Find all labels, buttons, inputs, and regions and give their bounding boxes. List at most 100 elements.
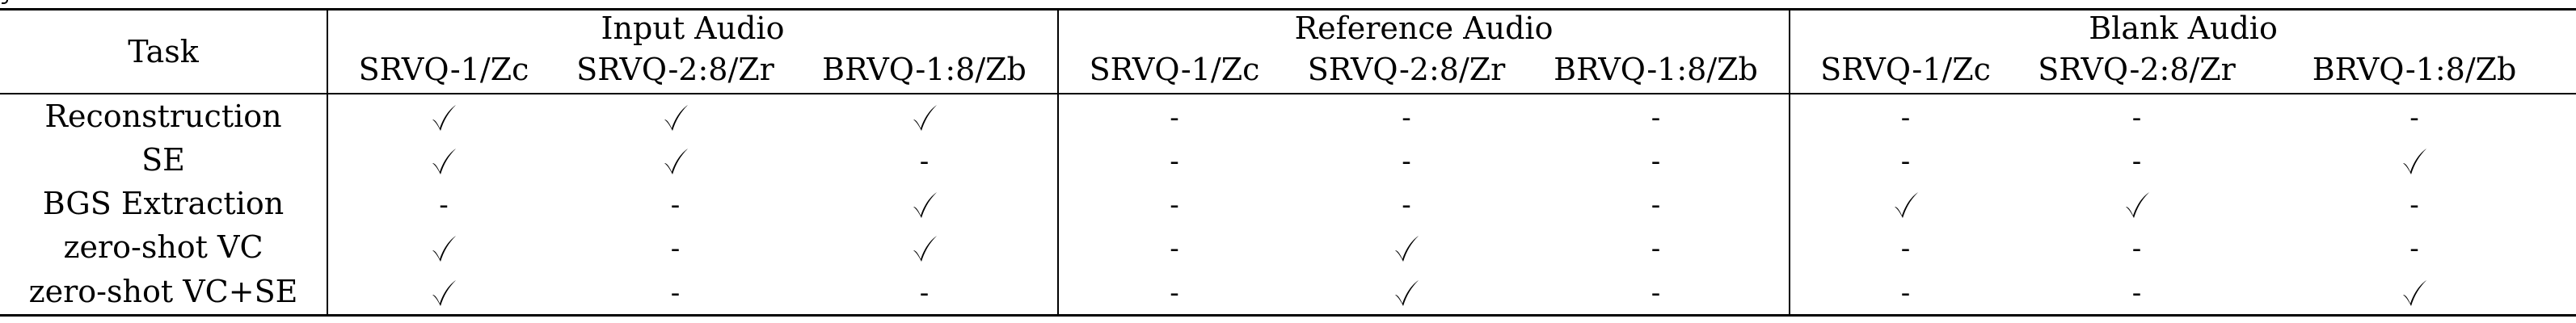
table-row: SE - - - - - - [0,138,2576,182]
table-cell: - [1058,138,1290,182]
table-cell: - [2253,94,2576,138]
table-cell: - [1523,94,1791,138]
column-header: BRVQ-1:8/Zb [2253,46,2576,94]
table-cell [327,138,559,182]
column-header: SRVQ-2:8/Zr [2021,46,2253,94]
dash-mark: - [670,277,681,309]
dash-mark: - [670,189,681,221]
table-cell [791,94,1060,138]
table-cell [1290,225,1523,269]
task-name-cell: Reconstruction [0,94,328,138]
dash-mark: - [2131,277,2142,309]
table-cell: - [1058,94,1290,138]
dash-mark: - [2409,233,2419,265]
table-body: Reconstruction - - - - - - SE - - - - - … [0,94,2576,317]
table-cell [327,269,559,317]
check-icon [1891,190,1920,220]
dash-mark: - [2131,145,2142,178]
column-header: SRVQ-1/Zc [327,46,559,94]
task-capability-table: Task Input Audio Reference Audio Blank A… [0,8,2576,317]
table-cell: - [327,182,559,225]
table-cell: - [1290,138,1523,182]
dash-mark: - [1651,233,1661,265]
dash-mark: - [1170,189,1179,221]
table-cell: - [1290,182,1523,225]
check-icon [429,233,458,264]
table-cell [327,94,559,138]
task-name-cell: zero-shot VC+SE [0,269,328,317]
task-name-cell: BGS Extraction [0,182,328,225]
dash-mark: - [1402,145,1411,178]
task-column-header: Task [0,8,328,94]
table-cell: - [559,225,791,269]
check-icon [1392,278,1421,308]
table-cell: - [2253,225,2576,269]
table-row: BGS Extraction - - - - - - [0,182,2576,225]
column-header: BRVQ-1:8/Zb [791,46,1060,94]
check-icon [1392,233,1421,264]
table-cell: - [1523,138,1791,182]
dash-mark: - [919,145,930,178]
check-icon [429,278,458,308]
table-cell: - [1058,182,1290,225]
dash-mark: - [1651,277,1661,309]
table-cell [1790,182,2021,225]
column-header: SRVQ-2:8/Zr [559,46,791,94]
table-row: zero-shot VC+SE - - - - - - [0,269,2576,317]
dash-mark: - [1170,145,1179,178]
table-cell [559,94,791,138]
table-cell: - [791,269,1060,317]
table-cell: - [2253,182,2576,225]
task-name-cell: SE [0,138,328,182]
dash-mark: - [1402,102,1411,134]
group-header-reference-audio: Reference Audio [1058,8,1791,46]
dash-mark: - [1651,189,1661,221]
cropped-text-fragment [0,0,11,5]
check-icon [910,233,939,264]
dash-mark: - [1402,189,1411,221]
task-name-cell: zero-shot VC [0,225,328,269]
table-cell [1290,269,1524,317]
table-cell: - [1790,269,2022,317]
dash-mark: - [919,277,930,309]
table-cell: - [1058,225,1290,269]
table-cell: - [2021,225,2253,269]
table-row: zero-shot VC - - - - - - [0,225,2576,269]
dash-mark: - [1900,277,1911,309]
group-header-row: Task Input Audio Reference Audio Blank A… [0,8,2576,94]
dash-mark: - [2409,189,2419,221]
table-cell: - [1523,182,1791,225]
table-row: Reconstruction - - - - - - [0,94,2576,138]
table-cell: - [791,138,1060,182]
dash-mark: - [2131,102,2142,134]
table-cell: - [1790,138,2021,182]
dash-mark: - [670,233,681,265]
dash-mark: - [1170,277,1179,309]
dash-mark: - [1900,145,1911,178]
table-cell [791,182,1060,225]
dash-mark: - [1651,145,1661,178]
check-icon [2400,278,2429,308]
check-icon [429,146,458,177]
check-icon [2400,146,2429,177]
column-header: BRVQ-1:8/Zb [1523,46,1791,94]
table-cell: - [1058,269,1291,317]
table-cell: - [1790,94,2021,138]
check-icon [910,190,939,220]
check-icon [661,103,690,133]
table-cell: - [1523,269,1791,317]
dash-mark: - [1170,102,1179,134]
dash-mark: - [1900,233,1911,265]
table-cell: - [559,182,791,225]
table-cell [791,225,1060,269]
check-icon [910,103,939,133]
group-header-blank-audio: Blank Audio [1790,8,2576,46]
group-header-input-audio: Input Audio [327,8,1060,46]
column-header: SRVQ-1/Zc [1058,46,1291,94]
table-cell [2021,182,2253,225]
check-icon [429,103,458,133]
dash-mark: - [2409,102,2419,134]
table-cell [559,138,791,182]
table-cell: - [2021,269,2253,317]
dash-mark: - [2131,233,2142,265]
